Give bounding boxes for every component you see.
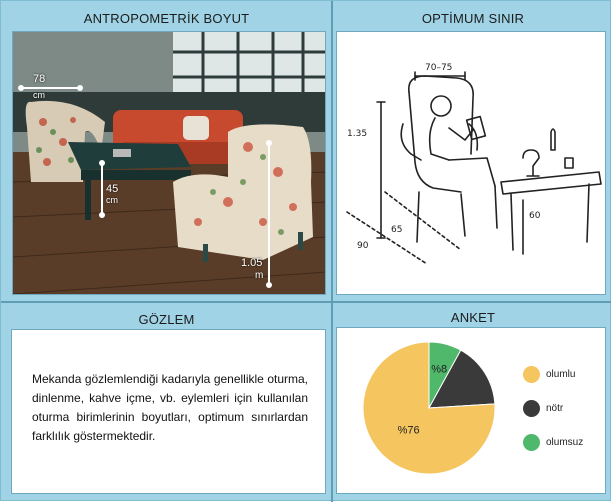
cafe-photo-illustration (13, 32, 325, 294)
dim-height: 1.35 (347, 129, 367, 139)
antropometrik-title: ANTROPOMETRİK BOYUT (83, 11, 250, 26)
legend-item-olumsuz: olumsuz (523, 434, 583, 451)
legend-swatch-olumlu (523, 366, 540, 383)
table-height-value: 45 (106, 183, 119, 195)
gozlem-panel: GÖZLEM Mekanda gözlemlendiği kadarıyla g… (1, 303, 332, 502)
dim-seat: 65 (391, 225, 402, 235)
chair-height-ruler-end (266, 282, 272, 288)
optimum-panel: OPTİMUM SINIR (334, 1, 611, 301)
width-ruler-start (18, 85, 24, 91)
anket-content: %8 %76 olumlu nötr olumsuz (336, 327, 606, 494)
legend-swatch-olumsuz (523, 434, 540, 451)
optimum-title: OPTİMUM SINIR (421, 11, 525, 26)
legend-label-olumlu: olumlu (546, 369, 576, 380)
table-height-ruler-end (99, 212, 105, 218)
width-ruler-end (77, 85, 83, 91)
dim-depth: 90 (357, 241, 369, 251)
gozlem-title: GÖZLEM (138, 312, 195, 327)
vertical-divider (331, 1, 333, 502)
anket-panel: ANKET %8 %76 olumlu nötr olumsuz (334, 303, 611, 502)
table-height-ruler-start (99, 160, 105, 166)
pie-label-olumlu: %76 (398, 425, 420, 437)
antropometrik-panel: ANTROPOMETRİK BOYUT (1, 1, 332, 301)
legend-item-olumlu: olumlu (523, 366, 575, 383)
optimum-sketch: 70–75 1.35 65 90 60 (336, 31, 606, 295)
width-ruler (21, 87, 81, 89)
chair-height-value: 1.05 (241, 257, 263, 269)
legend-label-nötr: nötr (546, 403, 564, 414)
dim-top: 70–75 (425, 63, 452, 73)
armchair-width-unit: cm (33, 90, 45, 100)
table-height-ruler (101, 162, 103, 214)
chair-height-unit: m (255, 270, 264, 281)
chair-height-ruler-start (266, 140, 272, 146)
horizontal-divider (1, 301, 611, 303)
survey-pie-chart: %8 %76 (362, 341, 496, 475)
legend-item-nötr: nötr (523, 400, 563, 417)
chair-height-ruler (268, 142, 270, 284)
legend-swatch-nötr (523, 400, 540, 417)
pie-label-olumsuz: %8 (431, 363, 447, 375)
anket-title: ANKET (450, 310, 496, 325)
seated-person-sketch: 70–75 1.35 65 90 60 (346, 63, 602, 265)
dim-table: 60 (529, 211, 541, 221)
armchair-width-value: 78 (33, 73, 46, 85)
gozlem-content: Mekanda gözlemlendiği kadarıyla genellik… (11, 329, 326, 494)
table-height-unit: cm (106, 195, 118, 205)
cafe-photo: 78 cm 45 cm 1.05 m (12, 31, 326, 295)
pie-slice-olumlu (362, 341, 496, 475)
gozlem-text: Mekanda gözlemlendiği kadarıyla genellik… (32, 372, 308, 443)
pie-slice-nötr (428, 349, 496, 409)
legend-label-olumsuz: olumsuz (546, 437, 584, 448)
